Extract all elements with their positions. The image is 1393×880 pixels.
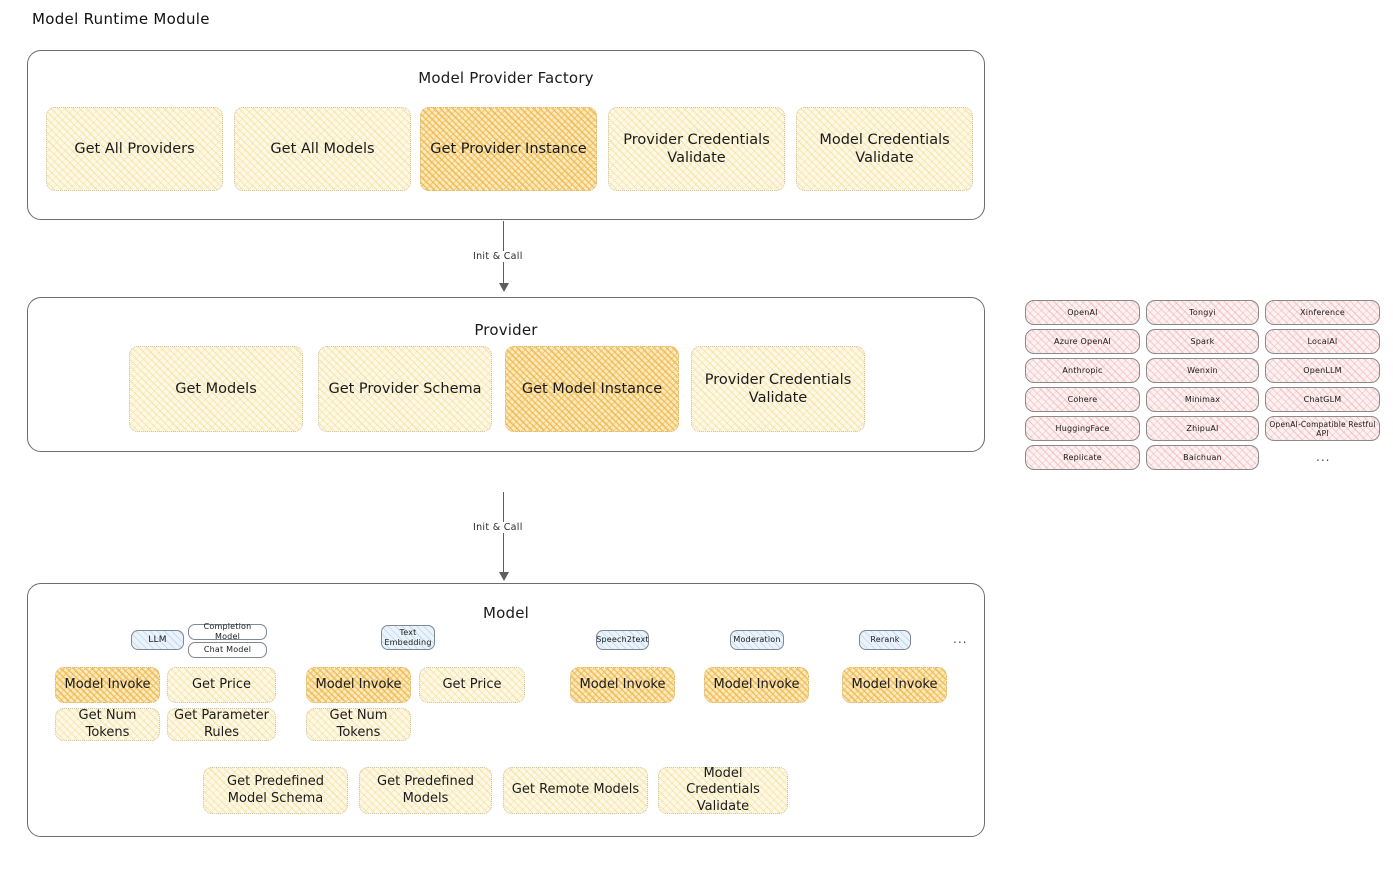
node-text-embedding-get-num-tokens[interactable]: Get Num Tokens [306,708,411,741]
node-get-provider-schema[interactable]: Get Provider Schema [318,346,492,432]
provider-title: Provider [474,321,538,339]
node-rerank-model-invoke[interactable]: Model Invoke [842,667,947,703]
arrow-label-init-call-2: Init & Call [470,522,526,533]
provider-list: OpenAI Azure OpenAI Anthropic Cohere Hug… [1025,300,1385,480]
node-model-credentials-validate-2[interactable]: Model Credentials Validate [658,766,788,814]
arrow-head-icon [498,283,509,292]
node-moderation-model-invoke[interactable]: Model Invoke [704,667,809,703]
provider-chip-localai[interactable]: LocalAI [1265,329,1380,354]
model-panel: Model LLM Completion Model Chat Model Mo… [27,583,985,837]
provider-chip-anthropic[interactable]: Anthropic [1025,358,1140,383]
provider-chip-tongyi[interactable]: Tongyi [1146,300,1259,325]
provider-chip-azure-openai[interactable]: Azure OpenAI [1025,329,1140,354]
model-type-rerank[interactable]: Rerank [859,630,911,650]
model-type-llm[interactable]: LLM [131,630,184,650]
node-get-models[interactable]: Get Models [129,346,303,432]
model-subtype-completion-model[interactable]: Completion Model [188,622,267,641]
provider-chip-spark[interactable]: Spark [1146,329,1259,354]
provider-list-more: ... [1316,450,1331,464]
model-provider-factory-panel: Model Provider Factory Get All Providers… [27,50,985,220]
node-llm-get-price[interactable]: Get Price [167,667,276,703]
node-get-all-providers[interactable]: Get All Providers [46,107,223,191]
node-llm-get-parameter-rules[interactable]: Get Parameter Rules [167,708,276,741]
node-text-embedding-get-price[interactable]: Get Price [419,667,525,703]
provider-panel: Provider Get Models Get Provider Schema … [27,297,985,452]
model-title: Model [482,604,530,622]
node-get-all-models[interactable]: Get All Models [234,107,411,191]
provider-chip-minimax[interactable]: Minimax [1146,387,1259,412]
provider-chip-chatglm[interactable]: ChatGLM [1265,387,1380,412]
provider-chip-openai[interactable]: OpenAI [1025,300,1140,325]
node-llm-get-num-tokens[interactable]: Get Num Tokens [55,708,160,741]
node-llm-model-invoke[interactable]: Model Invoke [55,667,160,703]
provider-chip-openai-compatible-restful-api[interactable]: OpenAI-Compatible Restful API [1265,416,1380,441]
provider-chip-openllm[interactable]: OpenLLM [1265,358,1380,383]
arrow-provider-to-model [498,492,509,582]
provider-chip-zhipuai[interactable]: ZhipuAI [1146,416,1259,441]
provider-chip-replicate[interactable]: Replicate [1025,445,1140,470]
model-subtype-chat-model[interactable]: Chat Model [188,642,267,658]
arrow-label-init-call-1: Init & Call [470,251,526,262]
model-type-text-embedding[interactable]: Text Embedding [381,625,435,650]
provider-chip-baichuan[interactable]: Baichuan [1146,445,1259,470]
node-get-predefined-model-schema[interactable]: Get Predefined Model Schema [203,767,348,814]
model-provider-factory-title: Model Provider Factory [418,69,594,87]
node-get-remote-models[interactable]: Get Remote Models [503,767,648,814]
node-provider-credentials-validate-2[interactable]: Provider Credentials Validate [691,346,865,432]
provider-chip-wenxin[interactable]: Wenxin [1146,358,1259,383]
node-speech2text-model-invoke[interactable]: Model Invoke [570,667,675,703]
model-types-more: ... [953,632,968,646]
node-get-provider-instance[interactable]: Get Provider Instance [420,107,597,191]
page-title: Model Runtime Module [32,10,210,28]
provider-chip-xinference[interactable]: Xinference [1265,300,1380,325]
node-model-credentials-validate[interactable]: Model Credentials Validate [796,107,973,191]
arrow-head-icon [498,572,509,581]
model-type-speech2text[interactable]: Speech2text [596,630,649,650]
provider-chip-cohere[interactable]: Cohere [1025,387,1140,412]
node-provider-credentials-validate[interactable]: Provider Credentials Validate [608,107,785,191]
model-type-moderation[interactable]: Moderation [730,630,784,650]
node-get-model-instance[interactable]: Get Model Instance [505,346,679,432]
provider-chip-huggingface[interactable]: HuggingFace [1025,416,1140,441]
node-text-embedding-model-invoke[interactable]: Model Invoke [306,667,411,703]
node-get-predefined-models[interactable]: Get Predefined Models [359,767,492,814]
